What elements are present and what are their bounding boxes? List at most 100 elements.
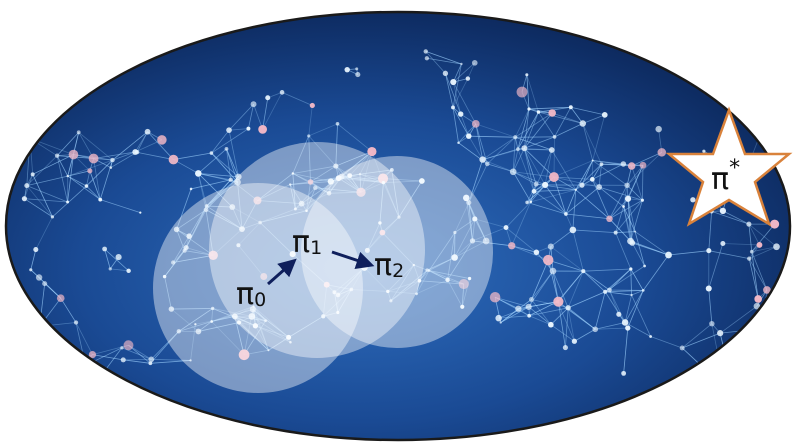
network-link xyxy=(295,208,307,212)
network-link xyxy=(206,205,233,208)
network-link xyxy=(26,185,53,218)
network-link xyxy=(252,309,289,338)
network-link xyxy=(190,324,196,361)
network-link xyxy=(528,106,571,110)
network-link xyxy=(53,369,98,381)
network-node xyxy=(603,289,608,294)
network-node xyxy=(186,233,192,239)
network-link xyxy=(315,187,330,194)
network-link xyxy=(550,324,575,342)
pistar-symbol: π xyxy=(711,162,729,197)
network-link xyxy=(751,251,759,300)
network-node xyxy=(639,161,647,169)
network-node xyxy=(727,369,731,373)
network-link xyxy=(335,123,338,167)
network-node xyxy=(773,243,780,251)
network-node xyxy=(246,126,251,131)
network-node xyxy=(397,215,401,219)
network-link xyxy=(528,108,553,114)
network-link xyxy=(552,112,583,124)
network-link xyxy=(237,182,243,230)
network-node xyxy=(73,320,79,325)
network-node xyxy=(305,209,308,213)
network-link xyxy=(591,163,602,180)
network-node xyxy=(770,219,780,229)
network-link xyxy=(512,171,532,203)
network-node xyxy=(625,325,631,331)
network-node xyxy=(236,243,241,248)
pi0-subscript: 0 xyxy=(254,289,266,311)
network-link xyxy=(598,186,624,207)
network-node xyxy=(378,221,382,225)
network-link xyxy=(413,264,420,281)
network-link xyxy=(513,171,555,178)
network-node xyxy=(289,341,292,344)
network-node xyxy=(335,292,341,298)
network-link xyxy=(112,151,136,161)
network-link xyxy=(310,181,330,194)
network-link xyxy=(134,131,148,153)
network-link xyxy=(341,176,384,184)
network-node xyxy=(581,269,586,274)
network-link xyxy=(136,131,148,153)
network-link xyxy=(330,173,361,182)
network-node xyxy=(195,328,202,335)
network-node xyxy=(484,161,490,167)
network-link xyxy=(198,148,227,174)
network-node xyxy=(622,205,625,208)
network-node xyxy=(367,146,377,157)
network-link xyxy=(178,308,213,332)
network-link xyxy=(428,270,448,281)
network-link xyxy=(26,175,68,186)
network-link xyxy=(595,322,626,330)
network-link xyxy=(288,315,324,338)
network-link xyxy=(452,63,462,108)
network-node xyxy=(189,359,192,362)
network-node xyxy=(323,281,330,288)
network-link xyxy=(359,169,392,175)
network-link xyxy=(575,160,594,190)
network-link xyxy=(226,148,232,180)
network-node xyxy=(415,292,418,296)
network-node xyxy=(525,303,532,310)
network-link xyxy=(60,297,77,323)
network-link xyxy=(56,132,79,156)
network-link xyxy=(526,176,555,203)
network-node xyxy=(204,204,209,208)
network-link xyxy=(526,74,530,109)
network-node xyxy=(307,179,314,185)
network-link xyxy=(524,148,537,185)
network-link xyxy=(292,173,331,182)
network-link xyxy=(722,210,750,225)
network-link xyxy=(198,173,239,178)
network-link xyxy=(634,231,669,256)
network-link xyxy=(147,131,174,160)
network-node xyxy=(349,287,354,292)
network-node xyxy=(756,242,763,248)
network-node xyxy=(711,374,723,386)
network-link xyxy=(631,242,645,267)
network-link xyxy=(609,268,632,291)
network-node xyxy=(82,362,89,369)
network-node xyxy=(458,278,469,290)
network-node xyxy=(543,254,554,266)
network-link xyxy=(552,270,559,302)
network-link xyxy=(260,210,307,223)
network-link xyxy=(511,245,537,253)
network-link xyxy=(523,148,535,192)
network-node xyxy=(162,274,167,279)
network-node xyxy=(173,226,180,233)
label-pistar: π* xyxy=(711,156,740,197)
network-node xyxy=(590,177,595,182)
network-link xyxy=(67,175,101,200)
network-node xyxy=(536,110,541,114)
network-link xyxy=(553,160,593,178)
network-link xyxy=(468,159,484,203)
network-link xyxy=(52,185,87,218)
network-link xyxy=(292,173,311,183)
network-node xyxy=(569,226,577,234)
network-link xyxy=(326,284,352,290)
network-node xyxy=(568,105,573,110)
network-link xyxy=(524,148,546,186)
network-node xyxy=(525,200,529,205)
